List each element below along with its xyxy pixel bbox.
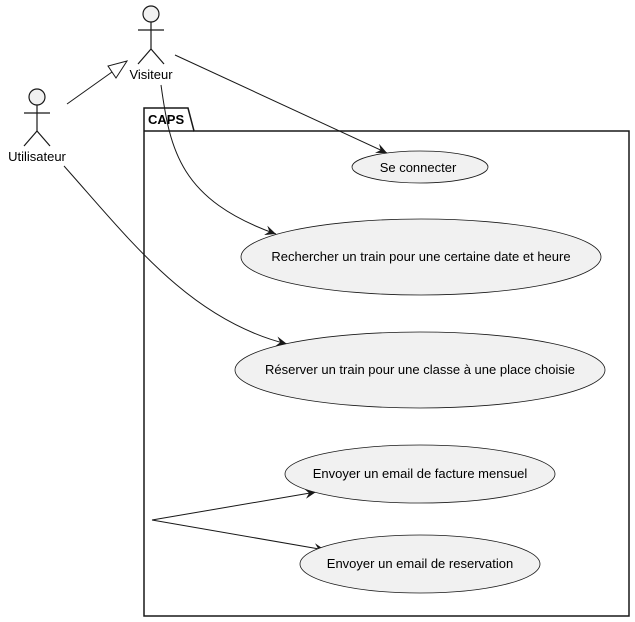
package-frame xyxy=(143,107,630,617)
generalization-arrow xyxy=(66,60,129,105)
use-case-email-facture[interactable]: Envoyer un email de facture mensuel xyxy=(284,444,556,504)
use-case-email-reservation[interactable]: Envoyer un email de reservation xyxy=(299,534,541,594)
use-case-label: Rechercher un train pour une certaine da… xyxy=(271,249,570,264)
use-case-rechercher[interactable]: Rechercher un train pour une certaine da… xyxy=(240,218,602,296)
actor-visiteur[interactable]: Visiteur xyxy=(129,5,173,82)
association-facture xyxy=(151,488,317,521)
use-case-reserver[interactable]: Réserver un train pour une classe à une … xyxy=(234,331,606,409)
use-case-label: Réserver un train pour une classe à une … xyxy=(265,362,575,377)
stick-figure-icon xyxy=(23,88,51,147)
use-case-se-connecter[interactable]: Se connecter xyxy=(351,150,489,184)
association-utilisateur-reserver xyxy=(63,165,288,347)
association-visiteur-rechercher xyxy=(160,84,277,236)
actor-label-utilisateur: Utilisateur xyxy=(8,149,66,164)
actor-utilisateur[interactable]: Utilisateur xyxy=(8,88,67,164)
stick-figure-icon xyxy=(137,5,165,65)
use-case-label: Envoyer un email de reservation xyxy=(327,556,513,571)
use-case-label: Se connecter xyxy=(380,160,457,175)
use-case-label: Envoyer un email de facture mensuel xyxy=(313,466,528,481)
association-reservation-email xyxy=(151,519,326,554)
actor-label-visiteur: Visiteur xyxy=(129,67,173,82)
association-visiteur-se-connecter xyxy=(174,54,388,154)
